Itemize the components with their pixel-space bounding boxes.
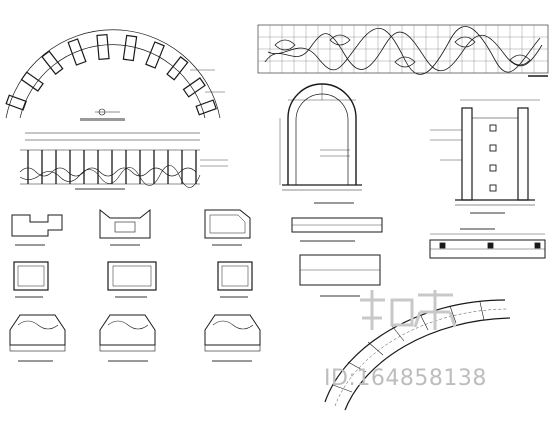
arc-panel-plan (5, 29, 225, 121)
watermark-id-text: ID:164858138 (324, 366, 487, 391)
panel-elevation-unrolled (19, 132, 228, 190)
strip-plan-detail (429, 228, 546, 259)
curved-path-plan (324, 299, 511, 411)
arch-gate-elevation (279, 83, 362, 204)
plan-boxes-row (13, 261, 253, 298)
section-details-row (11, 208, 251, 246)
center-section-profiles (291, 217, 383, 297)
watermark-logo (360, 290, 457, 330)
planter-sections-row (9, 314, 261, 362)
column-elevation (430, 99, 540, 214)
decorative-pattern-grid (257, 24, 549, 77)
